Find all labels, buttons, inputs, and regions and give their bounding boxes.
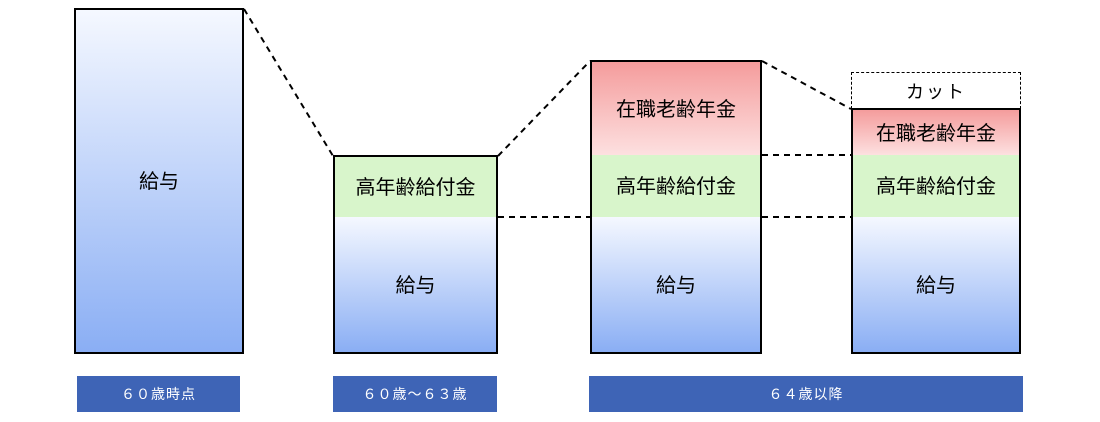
salary-segment: 給与: [76, 10, 242, 352]
benefit-segment: 高年齢給付金: [853, 155, 1019, 217]
connector-col2-col3-top: [497, 60, 591, 157]
salary-segment: 給与: [853, 217, 1019, 352]
column-age-60: 給与: [74, 8, 244, 354]
connector-col3-col4-top: [761, 60, 852, 110]
period-label-age-60-63: ６０歳～６３歳: [333, 376, 497, 412]
pension-segment: 在職老齢年金: [853, 110, 1019, 155]
column-age-60-63: 高年齢給付金 給与: [333, 155, 498, 354]
benefit-segment: 高年齢給付金: [335, 157, 496, 217]
pension-segment: 在職老齢年金: [592, 62, 760, 155]
salary-segment: 給与: [335, 217, 496, 352]
column-age-64-plus-full: 在職老齢年金 高年齢給付金 給与: [590, 60, 762, 354]
salary-segment: 給与: [592, 217, 760, 352]
benefit-segment: 高年齢給付金: [592, 155, 760, 217]
period-label-age-60: ６０歳時点: [77, 376, 240, 412]
column-age-64-plus-reduced: 在職老齢年金 高年齢給付金 給与: [851, 108, 1021, 354]
connector-col1-col2-top: [243, 8, 334, 157]
period-label-age-64-plus: ６４歳以降: [589, 376, 1023, 412]
cut-segment: カット: [851, 72, 1021, 109]
